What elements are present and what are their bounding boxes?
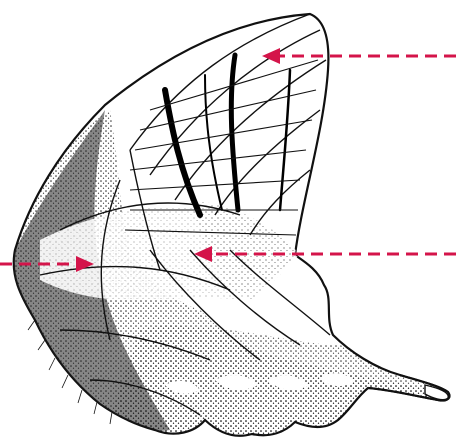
butterfly-hindwing-figure (0, 0, 458, 448)
